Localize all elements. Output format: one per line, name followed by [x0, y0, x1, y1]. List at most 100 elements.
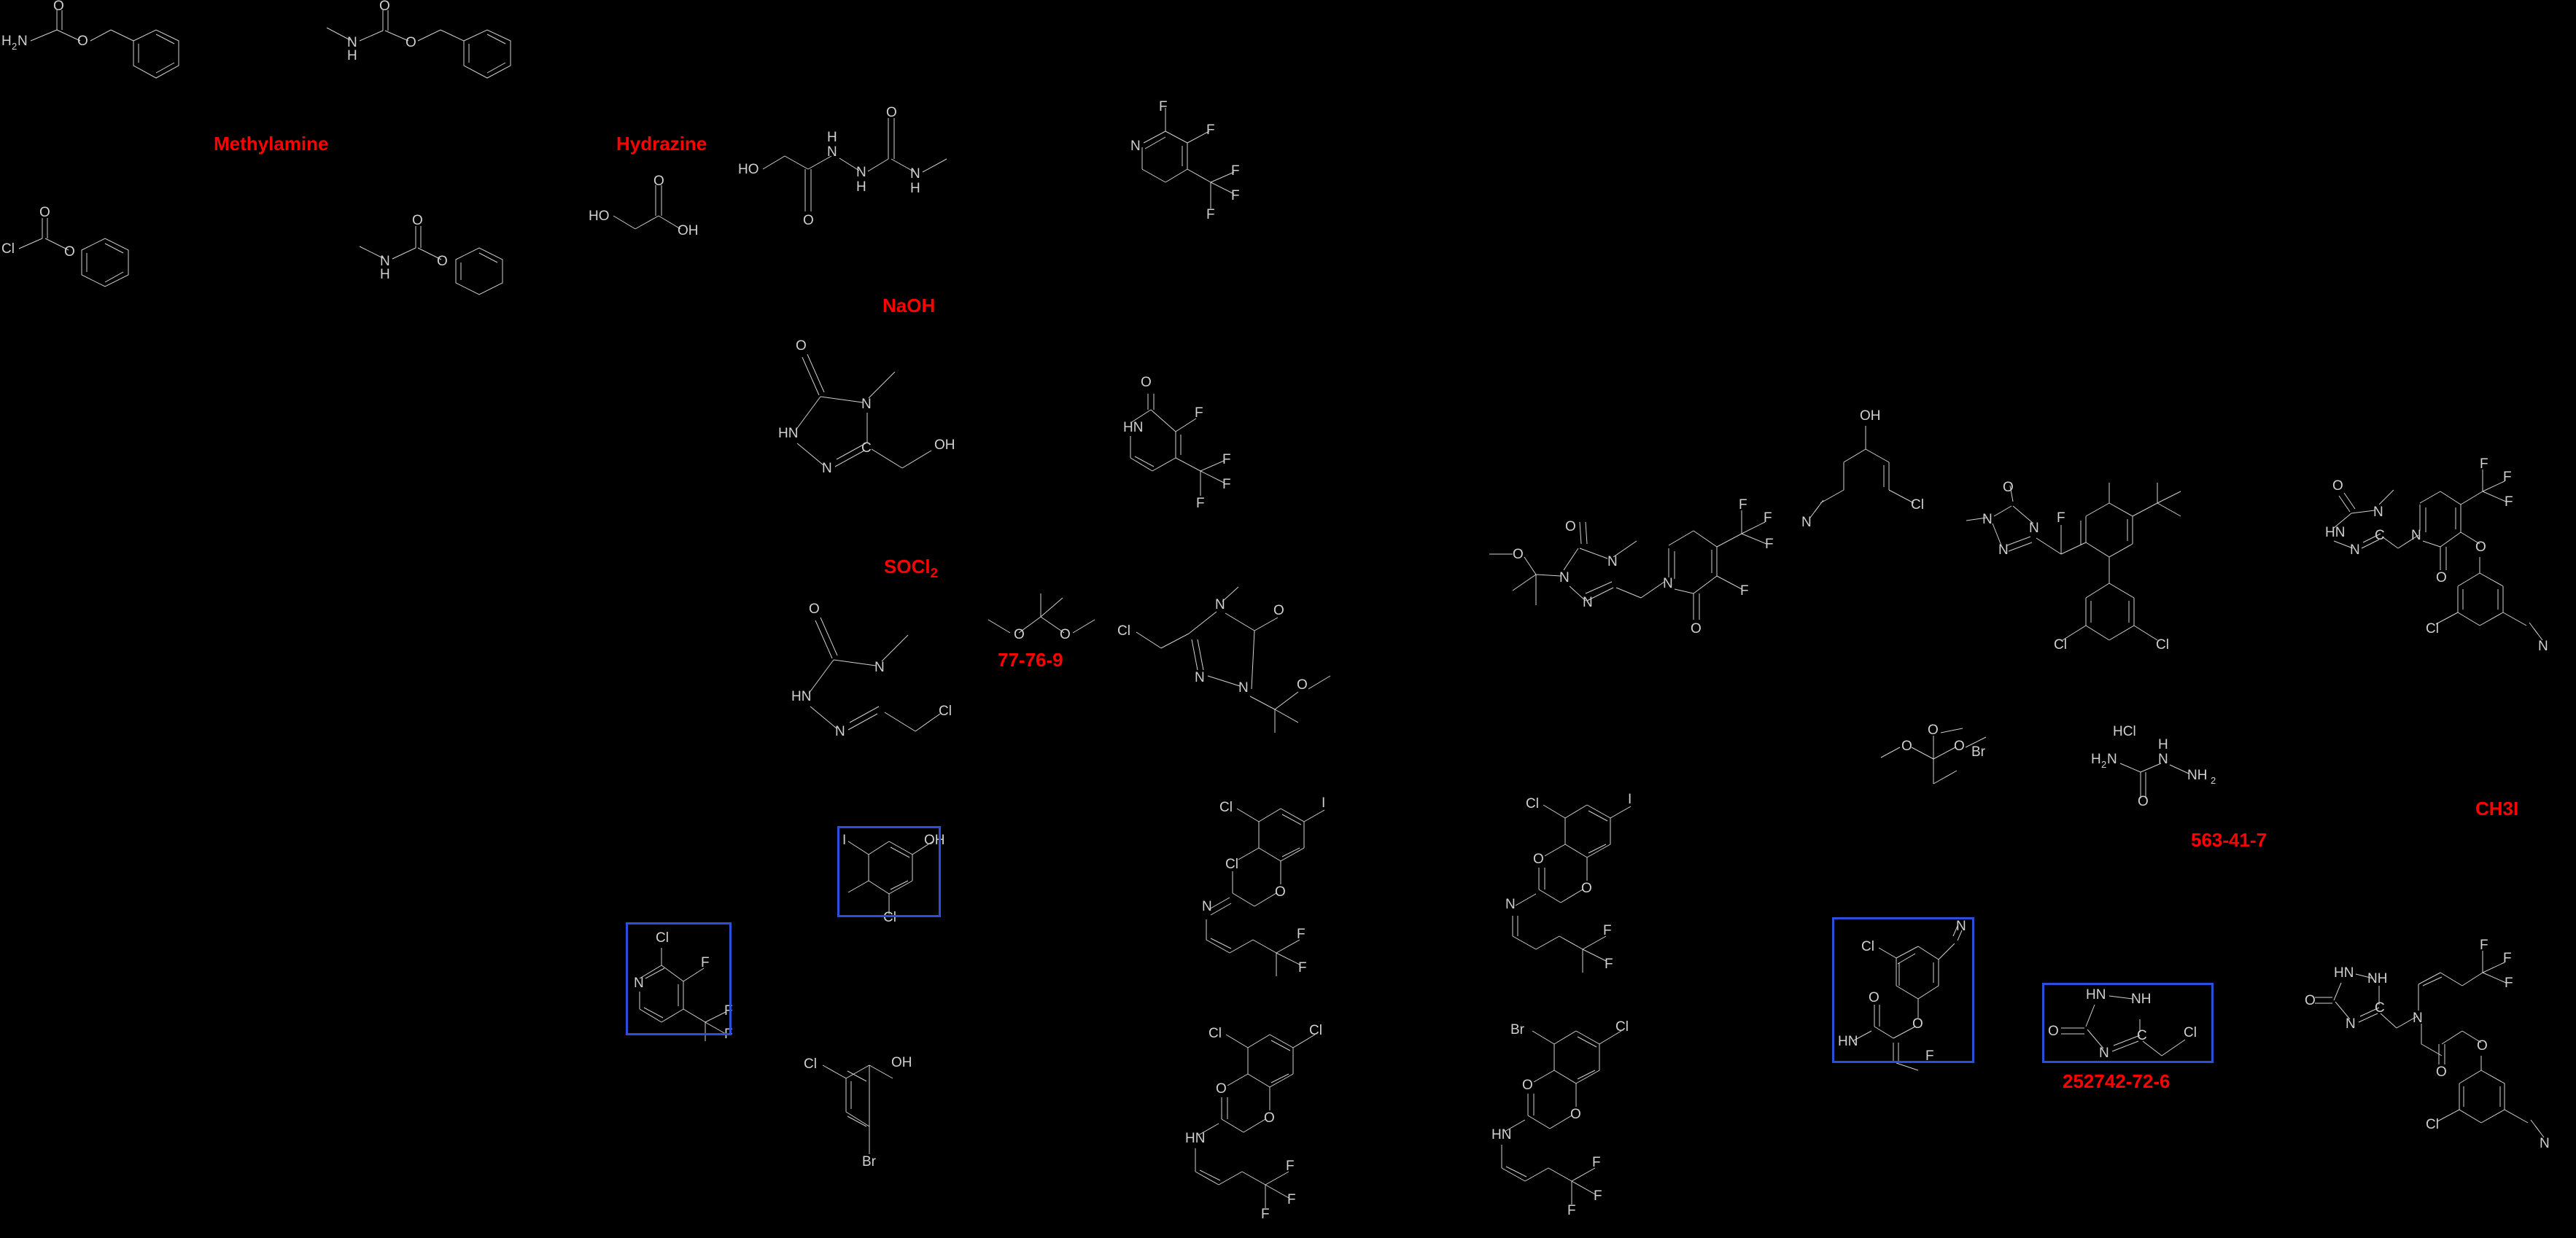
svg-text:OH: OH: [891, 1055, 912, 1070]
reagent-ch3i: CH3I: [2475, 798, 2519, 820]
molecule-phenyl-n-methylcarbamate: N H O O: [354, 182, 573, 295]
svg-text:I: I: [842, 833, 846, 848]
svg-text:OH: OH: [1860, 408, 1881, 424]
molecule-protected-chloromethyl-triazolone: Cl N N N O O: [1116, 586, 1335, 747]
svg-text:H: H: [2091, 752, 2101, 767]
molecule-chloro-fluoro-tfm-pyridine-box: Cl N F F F: [631, 926, 733, 1042]
svg-text:O: O: [53, 0, 64, 14]
svg-text:F: F: [1222, 452, 1231, 467]
svg-text:F: F: [1206, 122, 1215, 138]
svg-text:F: F: [2505, 976, 2513, 991]
svg-text:Cl: Cl: [1117, 623, 1130, 639]
svg-text:F: F: [724, 1003, 733, 1019]
svg-text:N: N: [2411, 528, 2421, 543]
reagent-socl2: SOCl2: [884, 556, 938, 581]
cas-label-252742-72-6: 252742-72-6: [2063, 1070, 2170, 1092]
svg-text:H: H: [856, 179, 866, 195]
svg-text:O: O: [379, 0, 390, 14]
molecule-tbutyl-triazolone-biaryl: N N N O: [1962, 480, 2210, 700]
svg-text:Cl: Cl: [2426, 621, 2439, 636]
svg-text:O: O: [1297, 677, 1308, 693]
molecule-final-product-right: O N HN N C N O: [2297, 456, 2576, 685]
svg-text:N: N: [2346, 1016, 2356, 1032]
svg-text:N: N: [1130, 139, 1141, 154]
svg-text:Cl: Cl: [1, 241, 15, 257]
svg-text:F: F: [1159, 99, 1168, 114]
svg-text:F: F: [1765, 537, 1774, 552]
svg-text:N: N: [1998, 542, 2009, 558]
svg-text:O: O: [1513, 547, 1524, 562]
svg-text:N: N: [634, 976, 644, 991]
molecule-bottom-right-amide: HN NH O N C N F F F: [2297, 938, 2576, 1167]
svg-text:Cl: Cl: [2184, 1025, 2197, 1040]
svg-text:O: O: [1014, 627, 1025, 642]
svg-text:O: O: [1264, 1110, 1275, 1126]
svg-text:F: F: [1739, 497, 1747, 513]
molecule-chloromethyl-methyl-triazolone: O N HN N Cl: [784, 594, 974, 740]
svg-text:O: O: [2003, 480, 2014, 495]
svg-text:F: F: [2503, 470, 2512, 485]
svg-text:O: O: [1216, 1081, 1227, 1097]
svg-text:N: N: [835, 724, 845, 739]
svg-text:N: N: [856, 165, 866, 180]
svg-text:O: O: [2436, 1064, 2447, 1080]
svg-text:N: N: [1505, 897, 1516, 912]
svg-text:N: N: [1215, 597, 1225, 612]
svg-text:O: O: [1522, 1078, 1533, 1093]
svg-text:F: F: [2480, 938, 2488, 953]
svg-text:H: H: [380, 267, 390, 282]
svg-text:N: N: [2158, 752, 2168, 767]
svg-text:N: N: [2413, 1011, 2423, 1026]
molecule-dimethoxypropane: O O: [974, 591, 1105, 671]
svg-text:N: N: [18, 34, 28, 49]
svg-text:F: F: [1297, 927, 1306, 942]
svg-text:Br: Br: [1510, 1022, 1525, 1037]
svg-text:F: F: [1592, 1155, 1601, 1170]
svg-text:H: H: [827, 130, 837, 145]
molecule-hydroxy-cyano-chloro-intermediate: OH Cl N: [1801, 401, 1991, 583]
molecule-bromo-chloro-phenol: Cl OH Br: [795, 1046, 926, 1170]
reagent-naoh: NaOH: [882, 295, 936, 316]
svg-text:H: H: [1, 34, 12, 49]
svg-text:O: O: [437, 254, 448, 269]
svg-text:O: O: [39, 205, 50, 220]
svg-text:C: C: [2375, 528, 2385, 543]
molecule-chloro-iodo-amide-intermediate: Cl I O O N: [1481, 787, 1714, 981]
svg-text:2: 2: [12, 41, 17, 52]
svg-text:Br: Br: [862, 1154, 877, 1169]
cas-label-77-76-9: 77-76-9: [998, 649, 1063, 671]
molecule-hydroxyacetyl-semicarbazide: HO O N H N H O N H: [737, 80, 1130, 248]
svg-text:N: N: [1195, 670, 1205, 685]
svg-text:F: F: [1925, 1048, 1934, 1064]
svg-text:N: N: [1202, 899, 1212, 914]
svg-text:O: O: [1691, 621, 1702, 636]
svg-text:OH: OH: [934, 437, 955, 453]
svg-text:F: F: [2503, 951, 2512, 966]
svg-text:C: C: [861, 440, 872, 456]
svg-text:O: O: [406, 35, 416, 50]
svg-text:N: N: [2350, 542, 2360, 558]
svg-text:H: H: [2158, 737, 2168, 752]
svg-text:N: N: [2540, 1136, 2550, 1151]
svg-text:Cl: Cl: [1225, 857, 1238, 872]
molecule-iodo-chloro-phenol-box: I OH Cl: [842, 830, 945, 925]
svg-text:F: F: [701, 955, 710, 970]
svg-text:O: O: [2305, 993, 2316, 1008]
svg-text:2: 2: [2211, 775, 2216, 786]
svg-text:F: F: [1287, 1192, 1296, 1207]
svg-text:N: N: [822, 461, 832, 476]
svg-text:HCl: HCl: [2113, 724, 2136, 739]
svg-text:N: N: [1663, 576, 1673, 591]
svg-text:Cl: Cl: [883, 910, 896, 925]
svg-text:N: N: [910, 166, 920, 182]
svg-text:NH: NH: [2187, 768, 2207, 783]
svg-text:O: O: [1869, 990, 1879, 1005]
svg-text:O: O: [1901, 739, 1912, 754]
reagent-hydrazine: Hydrazine: [616, 133, 707, 155]
svg-text:Cl: Cl: [2426, 1117, 2439, 1132]
molecule-benzyl-n-methylcarbamate: N H O O: [321, 0, 547, 102]
svg-text:F: F: [1231, 188, 1240, 203]
svg-text:NH: NH: [2367, 971, 2387, 986]
